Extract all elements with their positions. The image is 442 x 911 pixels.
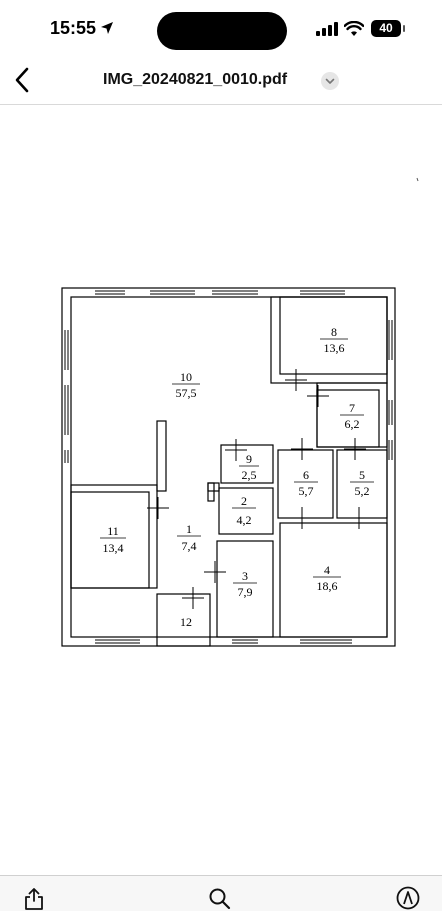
room-11-number: 11 (107, 524, 119, 538)
room-1-area: 7,4 (182, 539, 197, 553)
room-5-area: 5,2 (355, 484, 370, 498)
back-button[interactable] (8, 64, 38, 96)
room-8-area: 13,6 (324, 341, 345, 355)
wifi-icon (344, 21, 364, 36)
room-2-number: 2 (241, 494, 247, 508)
bottom-toolbar (0, 875, 442, 911)
room-5-number: 5 (359, 468, 365, 482)
room-8-number: 8 (331, 325, 337, 339)
room-2-area: 4,2 (237, 513, 252, 527)
room-9-area: 2,5 (242, 468, 257, 482)
room-7-number: 7 (349, 401, 355, 415)
room-12-number: 12 (180, 615, 192, 629)
room-3-area: 7,9 (238, 585, 253, 599)
floor-plan: 10 57,5 8 13,6 7 6,2 9 2,5 6 5,7 5 5,2 2… (61, 177, 419, 647)
markup-pen-icon[interactable] (396, 886, 420, 910)
room-10-number: 10 (180, 370, 192, 384)
title-menu-button[interactable] (321, 72, 339, 90)
search-icon[interactable] (207, 886, 231, 910)
room-6-number: 6 (303, 468, 309, 482)
room-3-number: 3 (242, 569, 248, 583)
room-1-number: 1 (186, 522, 192, 536)
outer-wall (61, 287, 396, 647)
room-11-area: 13,4 (103, 541, 124, 555)
room-6-area: 5,7 (299, 484, 314, 498)
share-icon[interactable] (22, 886, 46, 910)
room-9-number: 9 (246, 452, 252, 466)
document-view[interactable]: 10 57,5 8 13,6 7 6,2 9 2,5 6 5,7 5 5,2 2… (0, 105, 442, 875)
battery-cap (403, 25, 405, 32)
chevron-down-icon (325, 78, 335, 84)
porch (156, 593, 211, 647)
document-title[interactable]: IMG_20240821_0010.pdf (103, 71, 288, 88)
status-time: 15:55 (50, 18, 97, 38)
location-arrow-icon (101, 22, 113, 34)
room-4-area: 18,6 (317, 579, 338, 593)
chevron-left-icon (15, 67, 29, 93)
room-labels: 10 57,5 8 13,6 7 6,2 9 2,5 6 5,7 5 5,2 2… (100, 325, 374, 629)
door-marks (147, 369, 370, 609)
battery-indicator: 40 (371, 20, 401, 37)
navigation-bar: IMG_20240821_0010.pdf (0, 58, 442, 105)
dynamic-island (157, 12, 287, 50)
room-4-number: 4 (324, 563, 330, 577)
room-7-area: 6,2 (345, 417, 360, 431)
room-10-area: 57,5 (176, 386, 197, 400)
windows (64, 290, 393, 644)
cellular-signal-icon (316, 22, 338, 36)
status-bar: 15:55 40 (0, 0, 442, 58)
